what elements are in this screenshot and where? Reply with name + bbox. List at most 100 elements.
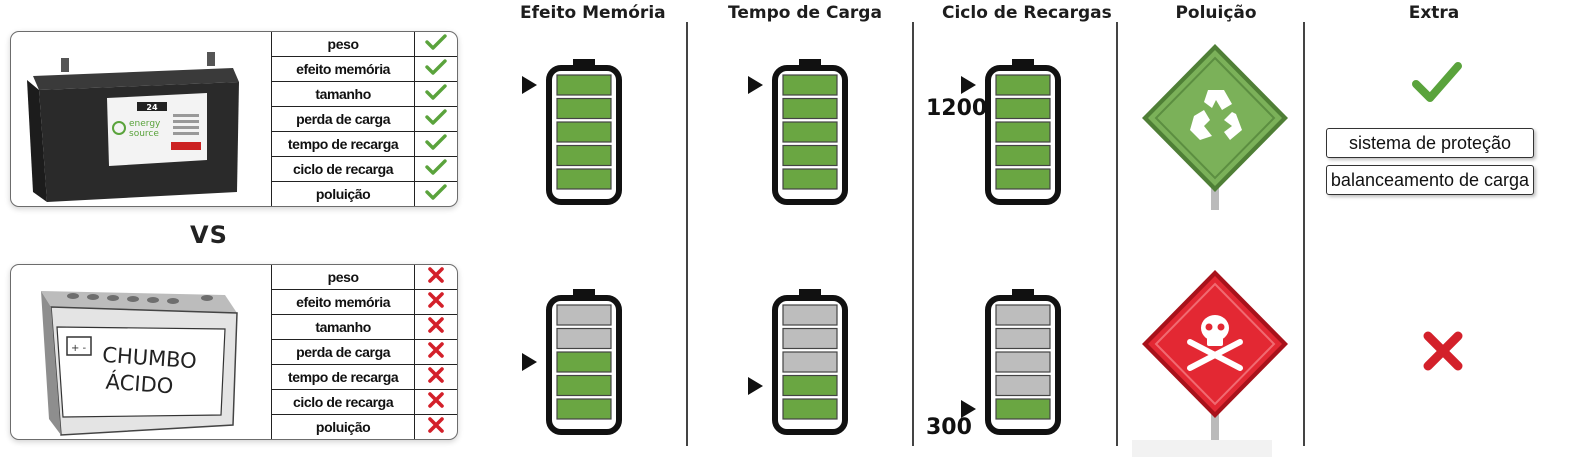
- feature-label: balanceamento de carga: [1330, 170, 1530, 190]
- battery-terminal: [799, 59, 821, 69]
- lead-acid-criterion-row: perda de carga: [270, 338, 457, 365]
- lithium-criterion-row: tempo de recarga: [270, 130, 457, 157]
- criterion-label: tamanho: [270, 313, 416, 340]
- battery-segment: [556, 74, 612, 96]
- criterion-label: perda de carga: [270, 105, 416, 132]
- x-icon: [414, 265, 457, 290]
- battery-segment: [782, 374, 838, 397]
- x-icon: [414, 313, 457, 340]
- lead-acid-criterion-row: ciclo de recarga: [270, 388, 457, 415]
- x-icon: [414, 338, 457, 365]
- battery-memory-lithium: [546, 59, 622, 209]
- x-icon: [414, 388, 457, 415]
- column-divider: [686, 22, 688, 446]
- battery-segment: [995, 74, 1051, 96]
- battery-segment: [556, 327, 612, 350]
- check-icon: [414, 155, 457, 182]
- battery-segment: [995, 121, 1051, 143]
- toxic-sign: [1138, 266, 1292, 445]
- header-memory-effect: Efeito Memória: [520, 3, 666, 23]
- level-pointer: [522, 76, 537, 94]
- battery-segment: [556, 398, 612, 420]
- criterion-label: ciclo de recarga: [270, 155, 416, 182]
- level-pointer: [961, 400, 976, 418]
- battery-body: [772, 295, 848, 435]
- level-pointer: [961, 76, 976, 94]
- lead-acid-criterion-row: tamanho: [270, 313, 457, 340]
- battery-terminal: [1012, 59, 1034, 69]
- battery-segment: [782, 74, 838, 96]
- x-icon: [414, 413, 457, 439]
- battery-segment: [995, 304, 1051, 326]
- lead-acid-criterion-row: poluição: [270, 413, 457, 439]
- battery-memory-lead-acid: [546, 289, 622, 439]
- header-charge-time: Tempo de Carga: [728, 3, 882, 23]
- battery-body: [772, 65, 848, 205]
- lithium-criterion-row: peso: [270, 32, 457, 57]
- lead-acid-criterion-row: tempo de recarga: [270, 363, 457, 390]
- battery-segment: [556, 374, 612, 397]
- battery-segment: [782, 327, 838, 350]
- voltage-text: 24: [146, 103, 158, 112]
- lead-acid-battery-image: + - CHUMBO ÁCIDO: [11, 265, 271, 439]
- battery-segment: [556, 144, 612, 167]
- feature-label: sistema de proteção: [1348, 133, 1512, 153]
- header-pollution: Poluição: [1175, 3, 1257, 23]
- battery-segment: [782, 121, 838, 143]
- lithium-criterion-row: poluição: [270, 180, 457, 206]
- header-extra: Extra: [1408, 3, 1460, 23]
- skull-crossbones-icon: [1187, 315, 1243, 371]
- lithium-battery-image: 24 energy source: [11, 32, 271, 206]
- battery-segment: [556, 121, 612, 143]
- vs-label: VS: [190, 221, 228, 249]
- x-icon: [414, 288, 457, 315]
- battery-segment: [782, 97, 838, 120]
- battery-cycles-lead-acid: [985, 289, 1061, 439]
- cycles-lead-acid-value: 300: [926, 415, 972, 440]
- battery-segment: [556, 351, 612, 373]
- criterion-label: efeito memória: [270, 55, 416, 82]
- battery-charge-lithium: [772, 59, 848, 209]
- column-divider: [912, 22, 914, 446]
- battery-segment: [995, 144, 1051, 167]
- check-icon: [414, 105, 457, 132]
- level-pointer: [748, 376, 763, 395]
- battery-segment: [995, 327, 1051, 350]
- check-icon: [414, 55, 457, 82]
- extra-lead-acid-x-icon: [1422, 330, 1464, 376]
- battery-body: [985, 295, 1061, 435]
- criterion-label: efeito memória: [270, 288, 416, 315]
- battery-segment: [995, 168, 1051, 190]
- column-divider: [1116, 22, 1118, 446]
- battery-charge-lead-acid: [772, 289, 848, 439]
- level-pointer: [522, 353, 537, 371]
- lead-acid-criterion-row: peso: [270, 265, 457, 290]
- battery-segment: [556, 168, 612, 190]
- criterion-label: tempo de recarga: [270, 130, 416, 157]
- battery-segment: [556, 97, 612, 120]
- battery-body: [985, 65, 1061, 205]
- lithium-criterion-row: perda de carga: [270, 105, 457, 132]
- battery-segment: [782, 168, 838, 190]
- brand-line1: energy: [129, 119, 161, 129]
- criterion-label: tamanho: [270, 80, 416, 107]
- recycle-sign: [1138, 40, 1292, 214]
- battery-terminal: [573, 59, 595, 69]
- battery-terminal: [799, 289, 821, 299]
- criterion-label: peso: [270, 32, 416, 57]
- criterion-label: tempo de recarga: [270, 363, 416, 390]
- battery-body: [546, 295, 622, 435]
- recycle-icon: [1190, 90, 1242, 140]
- header-recharge-cycles: Ciclo de Recargas: [942, 3, 1112, 23]
- lithium-criterion-row: tamanho: [270, 80, 457, 107]
- lead-acid-label-line2: ÁCIDO: [105, 369, 174, 399]
- level-pointer: [748, 76, 763, 94]
- battery-segment: [782, 398, 838, 420]
- lithium-criterion-row: ciclo de recarga: [270, 155, 457, 182]
- criterion-label: poluição: [270, 413, 416, 439]
- feature-charge-balancing: balanceamento de carga: [1326, 165, 1534, 195]
